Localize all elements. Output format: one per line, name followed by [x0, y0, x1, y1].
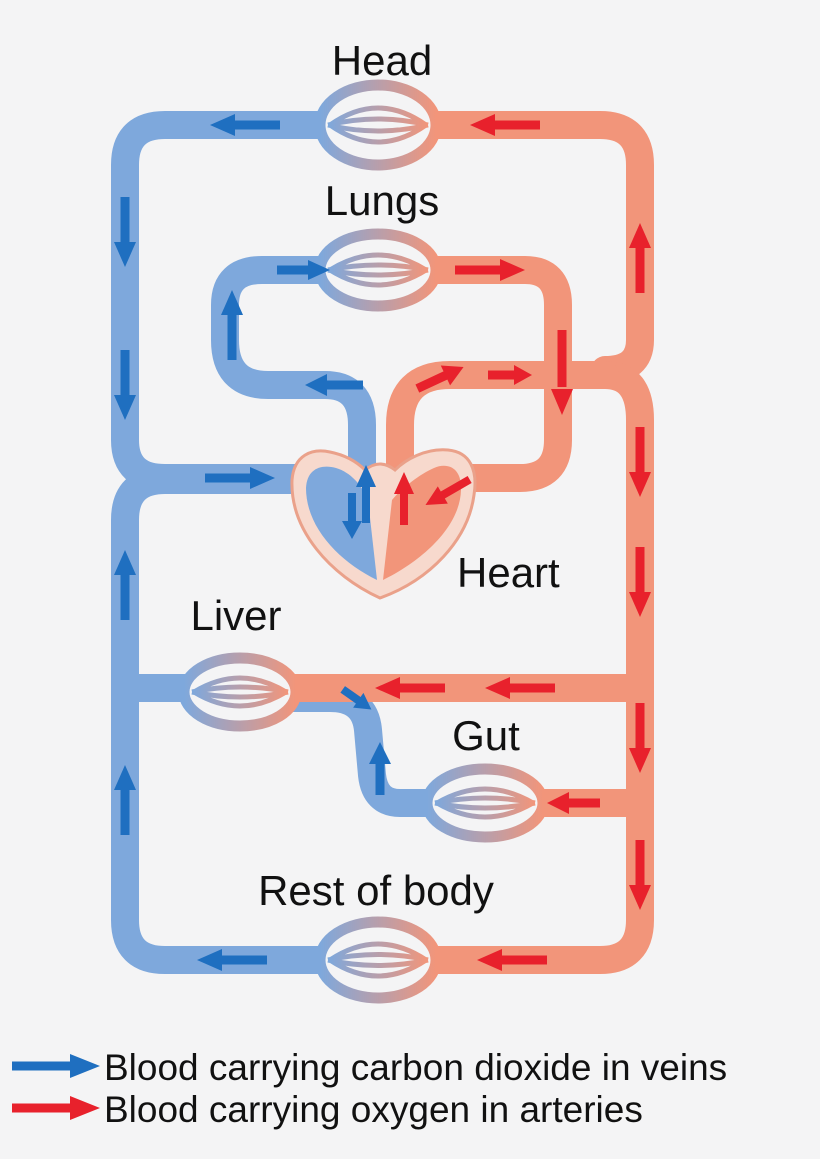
arrow-left: [425, 476, 472, 505]
heart-right-side: [306, 466, 377, 580]
vein-from-body: [111, 466, 349, 974]
legend-veins-text: Blood carrying carbon dioxide in veins: [104, 1047, 727, 1088]
arrow-left: [305, 374, 363, 396]
arrow-up: [356, 465, 376, 523]
arrow-right: [488, 365, 532, 385]
label-heart: Heart: [457, 549, 560, 596]
artery-to-head: [416, 111, 654, 384]
arrow-down: [629, 703, 651, 773]
head-capillaries: [314, 79, 442, 171]
lung-capillaries: [314, 228, 442, 312]
arrow-up: [221, 290, 243, 360]
label-lungs: Lungs: [325, 177, 439, 224]
legend-vein-arrow: [12, 1054, 100, 1078]
body-capillaries: [314, 916, 442, 1004]
artery-vessels: [276, 111, 654, 974]
gut-capillaries: [421, 763, 549, 843]
arrow-right: [277, 260, 330, 280]
heart: [290, 448, 477, 600]
hepatic-portal-vein: [276, 684, 444, 817]
arrow-right: [205, 467, 275, 489]
arrow-left: [477, 949, 547, 971]
arrow-up: [394, 472, 414, 525]
arrow-down: [114, 197, 136, 267]
label-gut: Gut: [452, 712, 520, 759]
arrow-right: [455, 259, 525, 281]
arrow-down: [629, 840, 651, 910]
arrow-down: [114, 350, 136, 420]
liver-capillaries: [178, 652, 302, 732]
arrow-left: [547, 792, 600, 814]
artery-arrows: [375, 114, 651, 971]
arrow-down: [551, 330, 573, 415]
arrow-up: [369, 742, 391, 795]
label-body: Rest of body: [258, 867, 494, 914]
vein-arrows: [114, 114, 391, 971]
arrow-left: [485, 677, 555, 699]
pulmonary-vein: [416, 256, 572, 492]
arrow-up: [114, 765, 136, 835]
arrow-left: [197, 949, 267, 971]
arrow-up: [114, 550, 136, 620]
arrow-left: [470, 114, 540, 136]
pulmonary-artery: [211, 256, 376, 534]
arrow-down: [342, 493, 362, 539]
arrow-down: [629, 427, 651, 497]
legend-arteries-text: Blood carrying oxygen in arteries: [104, 1089, 643, 1130]
legend-artery-arrow: [12, 1096, 100, 1120]
arrow-right: [340, 686, 372, 710]
capillary-beds: [178, 79, 549, 1004]
legend: Blood carrying carbon dioxide in veins B…: [12, 1047, 727, 1130]
label-head: Head: [332, 37, 432, 84]
label-liver: Liver: [190, 592, 281, 639]
organ-labels: Head Lungs Heart Liver Gut Rest of body: [190, 37, 560, 914]
aorta-descending: [416, 361, 654, 974]
arrow-right: [415, 365, 464, 393]
arrow-left: [375, 677, 445, 699]
arrow-left: [210, 114, 280, 136]
arrow-up: [629, 223, 651, 293]
arrow-down: [629, 547, 651, 617]
